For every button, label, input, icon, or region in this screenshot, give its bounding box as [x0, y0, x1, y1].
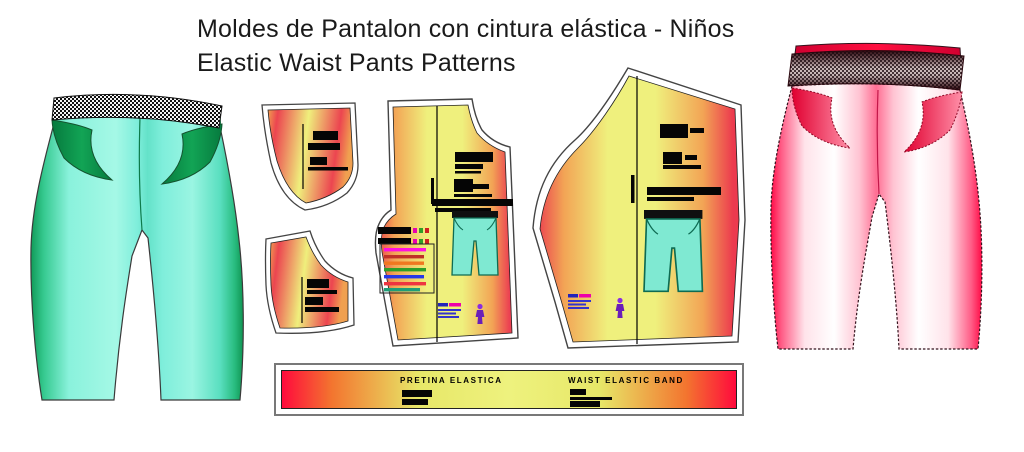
mesh-waistband: [787, 49, 965, 91]
redacted-text-bars: [305, 279, 339, 312]
redacted-text-bars: [647, 124, 721, 201]
notch-mark: [431, 178, 434, 204]
piece-fabric: [539, 75, 740, 343]
redacted-text-bars: [378, 152, 513, 244]
pink-pants-preview: [770, 42, 983, 350]
elastic-band-label-es: PRETINA ELASTICA: [400, 376, 503, 385]
piece-fabric: [380, 104, 513, 341]
size-legend-box: [379, 243, 435, 294]
notch-mark: [631, 175, 635, 203]
page-title-line1: Moldes de Pantalon con cintura elástica …: [197, 15, 735, 43]
teal-pants-preview: [30, 93, 244, 401]
page-title: Moldes de Pantalon con cintura elástica …: [197, 12, 734, 80]
redacted-text-bars: [308, 131, 348, 171]
teal-pants-right-pocket: [160, 123, 223, 185]
pink-pants-body: [770, 83, 983, 350]
elastic-band-label-en: WAIST ELASTIC BAND: [568, 376, 684, 385]
redacted-text-bar: [570, 400, 600, 407]
shorts-icon: [643, 210, 704, 293]
pattern-piece-pocket-bag-lower: [264, 230, 355, 334]
redacted-text-bar: [570, 397, 612, 400]
page-title-line2: Elastic Waist Pants Patterns: [197, 49, 516, 77]
redacted-text-bar: [402, 399, 428, 405]
pink-pants-crotch-seam: [876, 89, 880, 195]
redacted-text-bar: [402, 390, 432, 397]
brand-mark: [438, 303, 461, 318]
pink-pants-left-pocket: [791, 87, 852, 149]
redacted-text-bar: [570, 389, 586, 395]
checker-waistband: [51, 93, 223, 129]
tailor-figure-icon: [615, 297, 625, 318]
piece-fabric: [267, 107, 354, 204]
teal-pants-body: [30, 113, 244, 401]
pattern-piece-front-panel: [374, 98, 519, 347]
elastic-band-strip: PRETINA ELASTICA WAIST ELASTIC BAND: [274, 363, 744, 416]
size-code-swatches: [413, 228, 429, 244]
pink-pants-right-pocket: [902, 91, 963, 153]
pattern-piece-pocket-facing-upper: [261, 102, 359, 211]
brand-mark: [568, 294, 591, 309]
pattern-piece-back-panel: [532, 67, 746, 349]
teal-pants-left-pocket: [51, 119, 114, 181]
shorts-icon: [451, 211, 499, 276]
elastic-band-gradient: PRETINA ELASTICA WAIST ELASTIC BAND: [281, 370, 737, 409]
tailor-figure-icon: [475, 303, 485, 324]
teal-pants-crotch-seam: [138, 117, 143, 231]
